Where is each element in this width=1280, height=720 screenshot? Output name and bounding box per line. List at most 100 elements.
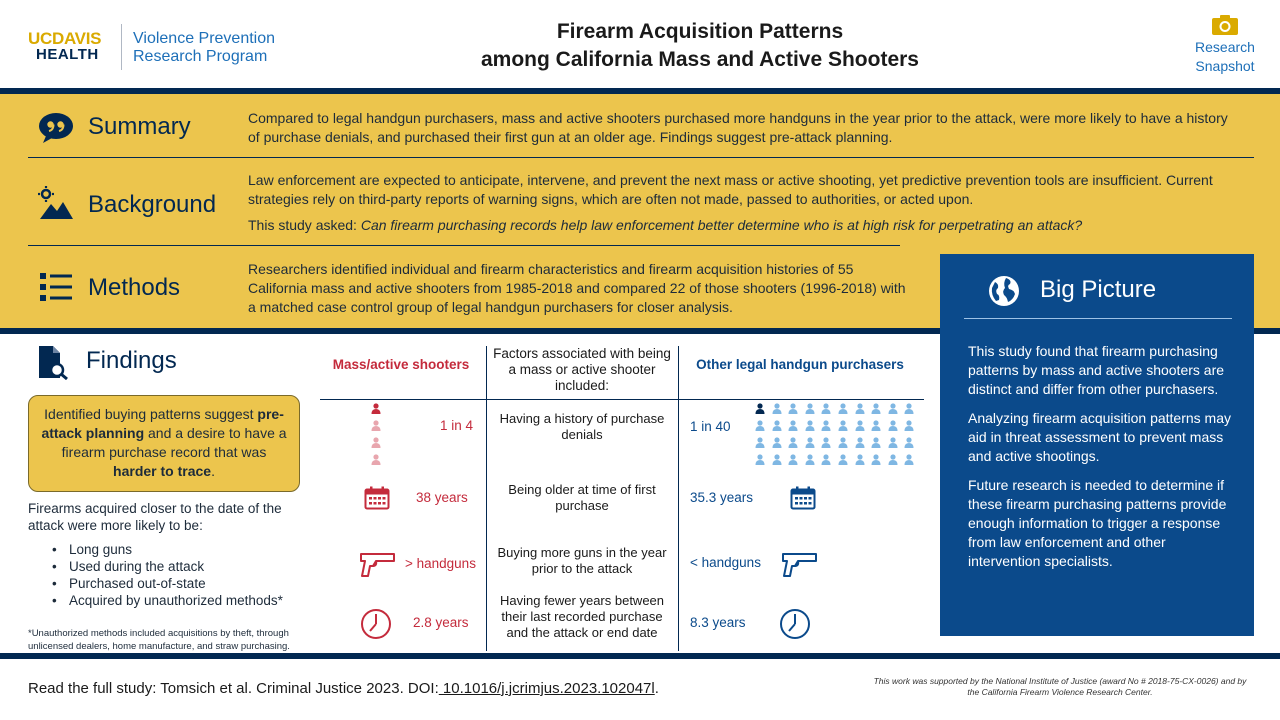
program-name: Violence Prevention Research Program xyxy=(133,30,276,65)
globe-icon xyxy=(989,276,1019,306)
row-left-value: > handguns xyxy=(405,556,476,571)
camera-icon xyxy=(1212,15,1238,35)
person-icon xyxy=(821,403,831,414)
column-header-purchasers: Other legal handgun purchasers xyxy=(696,357,904,372)
person-icon xyxy=(788,403,798,414)
column-divider xyxy=(486,346,487,651)
person-icon xyxy=(755,437,765,448)
research-snapshot-badge: Research Snapshot xyxy=(1180,14,1270,76)
background-title: Background xyxy=(88,191,217,218)
row-right-value: 1 in 40 xyxy=(690,419,731,434)
person-icon xyxy=(371,454,381,465)
row-right-value: 8.3 years xyxy=(690,615,746,630)
summary-text: Compared to legal handgun purchasers, ma… xyxy=(248,110,1228,145)
list-item: Purchased out-of-state xyxy=(52,575,283,592)
person-icon xyxy=(855,403,865,414)
funding-note: This work was supported by the National … xyxy=(873,676,1247,697)
big-picture-paragraph: Future research is needed to determine i… xyxy=(968,477,1227,569)
findings-title: Findings xyxy=(86,347,177,374)
person-icon xyxy=(788,437,798,448)
document-search-icon xyxy=(39,346,68,380)
person-icon xyxy=(904,437,914,448)
methods-title: Methods xyxy=(88,274,181,301)
column-header-shooters: Mass/active shooters xyxy=(332,357,470,372)
person-icon xyxy=(772,403,782,414)
section-rule xyxy=(28,157,1254,158)
person-icon xyxy=(772,420,782,431)
person-icon xyxy=(821,454,831,465)
row-left-value: 2.8 years xyxy=(413,615,469,630)
background-text: Law enforcement are expected to anticipa… xyxy=(248,172,1213,207)
header-divider-bar xyxy=(0,88,1280,94)
column-divider xyxy=(678,346,679,651)
big-picture-paragraph: Analyzing firearm acquisition patterns m… xyxy=(968,410,1232,464)
background-question: This study asked: Can firearm purchasing… xyxy=(248,217,1083,233)
person-icon xyxy=(371,420,381,431)
handgun-icon xyxy=(782,553,817,577)
row-factor: Having a history of purchase denials xyxy=(499,411,665,442)
row-factor: Buying more guns in the year prior to th… xyxy=(497,545,667,576)
big-picture-rule xyxy=(964,318,1232,319)
citation: Read the full study: Tomsich et al. Crim… xyxy=(28,680,659,697)
clock-icon xyxy=(361,609,391,639)
header-rule xyxy=(320,399,924,400)
person-icon xyxy=(371,403,381,414)
shooter-ratio-icons xyxy=(370,403,382,469)
big-picture-title: Big Picture xyxy=(1040,276,1157,303)
ucdavis-health-logo: UCDAVIS HEALTH xyxy=(28,29,102,63)
findings-callout: Identified buying patterns suggest pre-a… xyxy=(28,395,300,492)
row-right-value: < handguns xyxy=(690,555,761,570)
footnote: *Unauthorized methods included acquisiti… xyxy=(28,628,290,652)
person-icon xyxy=(888,420,898,431)
methods-text: Researchers identified individual and fi… xyxy=(248,261,906,315)
person-icon xyxy=(805,403,815,414)
person-icon xyxy=(855,437,865,448)
big-picture-body: This study found that firearm purchasing… xyxy=(968,342,1238,581)
handgun-icon xyxy=(360,553,395,577)
person-icon xyxy=(888,454,898,465)
person-icon xyxy=(805,454,815,465)
calendar-icon xyxy=(790,486,816,510)
list-item: Acquired by unauthorized methods* xyxy=(52,592,283,609)
row-right-value: 35.3 years xyxy=(690,490,754,505)
person-icon xyxy=(788,454,798,465)
person-icon xyxy=(904,454,914,465)
person-icon xyxy=(904,420,914,431)
person-icon xyxy=(855,420,865,431)
section-rule xyxy=(28,245,900,246)
person-icon xyxy=(755,420,765,431)
person-icon xyxy=(871,420,881,431)
person-icon xyxy=(772,437,782,448)
band-divider-bar xyxy=(0,328,1280,334)
person-icon xyxy=(755,403,765,414)
clock-icon xyxy=(780,609,810,639)
acquisition-intro: Firearms acquired closer to the date of … xyxy=(28,501,282,533)
calendar-icon xyxy=(364,486,390,510)
person-icon xyxy=(805,420,815,431)
list-item: Long guns xyxy=(52,541,283,558)
person-icon xyxy=(755,454,765,465)
row-left-value: 38 years xyxy=(416,490,468,505)
person-icon xyxy=(888,403,898,414)
person-icon xyxy=(772,454,782,465)
big-picture-paragraph: This study found that firearm purchasing… xyxy=(968,343,1225,397)
person-icon xyxy=(838,454,848,465)
person-icon xyxy=(838,420,848,431)
column-header-factors: Factors associated with being a mass or … xyxy=(493,346,671,393)
person-icon xyxy=(888,437,898,448)
row-left-value: 1 in 4 xyxy=(440,418,474,433)
person-icon xyxy=(371,437,381,448)
quote-bubble-icon xyxy=(39,113,73,143)
person-icon xyxy=(855,454,865,465)
header: UCDAVIS HEALTH Violence Prevention Resea… xyxy=(0,0,1280,88)
person-icon xyxy=(871,454,881,465)
page-title: Firearm Acquisition Patterns among Calif… xyxy=(481,20,919,71)
row-factor: Being older at time of first purchase xyxy=(508,482,656,513)
summary-title: Summary xyxy=(88,113,191,140)
person-icon xyxy=(788,420,798,431)
list-item: Used during the attack xyxy=(52,558,283,575)
doi-link[interactable]: 10.1016/j.jcrimjus.2023.102047l xyxy=(438,680,655,697)
person-icon xyxy=(821,437,831,448)
list-icon xyxy=(40,273,72,301)
purchaser-ratio-icons xyxy=(754,403,926,471)
